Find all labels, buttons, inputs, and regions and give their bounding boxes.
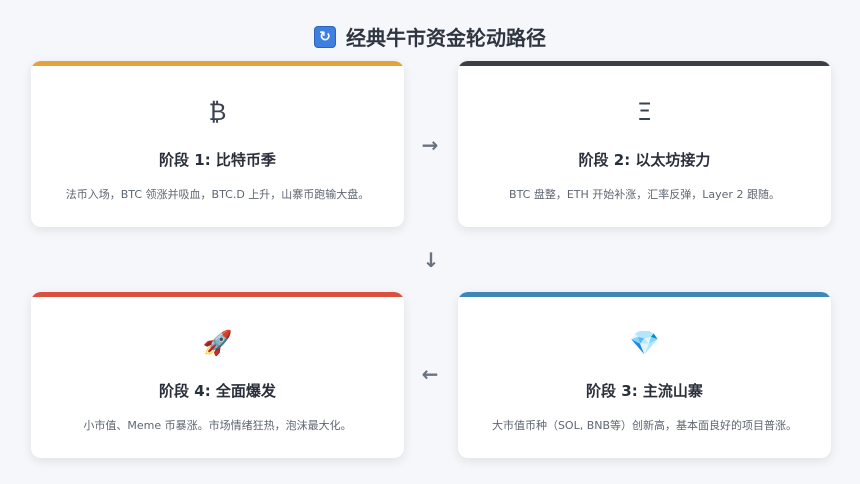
stage-card-2: Ξ 阶段 2: 以太坊接力 BTC 盘整，ETH 开始补涨，汇率反弹，Layer…: [458, 61, 831, 227]
refresh-icon: ↻: [314, 25, 336, 48]
page-title-text: 经典牛市资金轮动路径: [346, 26, 546, 50]
arrow-down-icon: ↓: [422, 248, 440, 272]
arrow-left-icon: ←: [421, 362, 439, 386]
bitcoin-icon: ₿: [208, 97, 227, 126]
stage-card-4-accent-bar: [31, 292, 404, 297]
stage-card-1: ₿ 阶段 1: 比特币季 法币入场，BTC 领涨并吸血，BTC.D 上升，山寨币…: [31, 61, 404, 227]
ethereum-icon: Ξ: [636, 98, 653, 126]
stage-card-1-accent-bar: [31, 61, 404, 66]
stage-2-description: BTC 盘整，ETH 开始补涨，汇率反弹，Layer 2 跟随。: [509, 188, 780, 201]
stage-card-3: 💎 阶段 3: 主流山寨 大市值币种（SOL, BNB等）创新高，基本面良好的项…: [458, 292, 831, 458]
stage-card-4: 🚀 阶段 4: 全面爆发 小市值、Meme 币暴涨。市场情绪狂热，泡沫最大化。: [31, 292, 404, 458]
arrow-right-icon: →: [421, 133, 439, 157]
stage-card-3-accent-bar: [458, 292, 831, 297]
stage-4-title: 阶段 4: 全面爆发: [159, 382, 276, 400]
stage-1-title: 阶段 1: 比特币季: [159, 151, 276, 169]
page-title: ↻ 经典牛市资金轮动路径: [0, 22, 860, 51]
stage-card-2-accent-bar: [458, 61, 831, 66]
stage-3-description: 大市值币种（SOL, BNB等）创新高，基本面良好的项目普涨。: [491, 419, 798, 432]
rocket-icon: 🚀: [202, 329, 233, 357]
stage-1-description: 法币入场，BTC 领涨并吸血，BTC.D 上升，山寨币跑输大盘。: [65, 188, 370, 201]
stage-4-description: 小市值、Meme 币暴涨。市场情绪狂热，泡沫最大化。: [83, 419, 352, 432]
gem-icon: 💎: [629, 329, 660, 357]
stage-2-title: 阶段 2: 以太坊接力: [578, 151, 711, 169]
stage-3-title: 阶段 3: 主流山寨: [586, 382, 703, 400]
